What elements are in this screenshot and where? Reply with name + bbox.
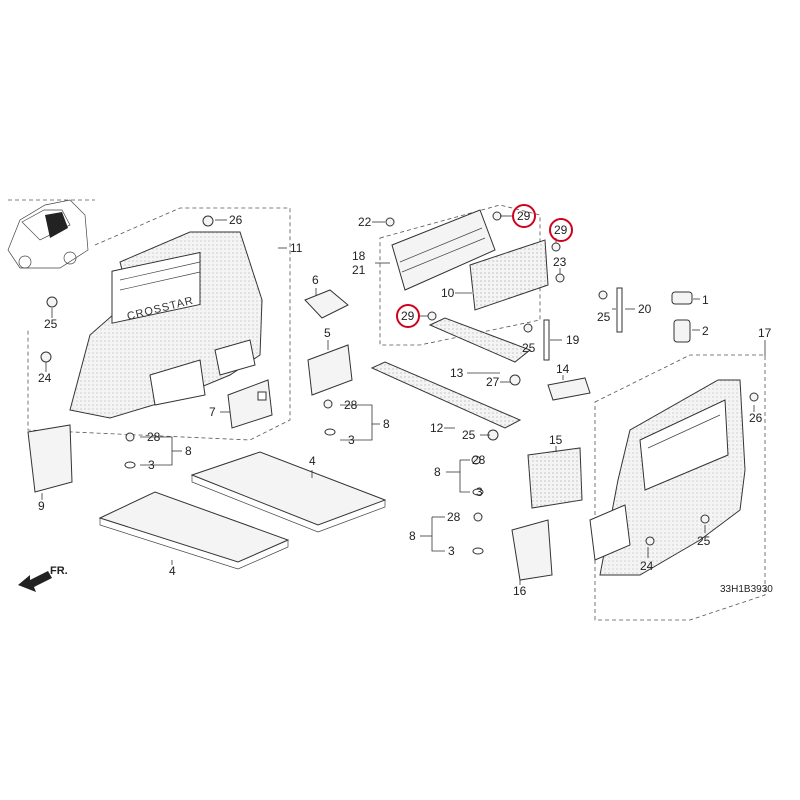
callout-25c: 25 xyxy=(522,341,536,355)
callout-24a: 24 xyxy=(38,371,52,385)
callout-29b: 29 xyxy=(554,223,568,237)
rod-19 xyxy=(543,319,550,361)
callout-25d: 25 xyxy=(462,428,476,442)
callout-28d: 28 xyxy=(447,510,461,524)
callout-5: 5 xyxy=(324,326,331,340)
highlight-ring-29b xyxy=(549,218,573,242)
pad-9 xyxy=(27,424,73,493)
callout-4b: 4 xyxy=(169,564,176,578)
callout-21: 21 xyxy=(352,263,366,277)
fasteners xyxy=(40,211,759,555)
callout-13: 13 xyxy=(450,366,464,380)
callout-24b: 24 xyxy=(640,559,654,573)
cover-14 xyxy=(547,377,591,401)
lid-7 xyxy=(227,379,273,429)
callout-29c: 29 xyxy=(401,309,415,323)
callout-19: 19 xyxy=(566,333,580,347)
vehicle-thumbnail xyxy=(7,199,95,269)
callout-17: 17 xyxy=(758,326,772,340)
left-side-trim-panel: CROSSTAR xyxy=(27,207,291,441)
callout-27: 27 xyxy=(486,375,500,389)
callout-6: 6 xyxy=(312,273,319,287)
callout-18: 18 xyxy=(352,249,366,263)
front-label: FR. xyxy=(50,565,68,577)
callout-25e: 25 xyxy=(697,534,711,548)
callout-23: 23 xyxy=(553,255,567,269)
callout-4a: 4 xyxy=(309,454,316,468)
highlight-ring-29c xyxy=(396,304,420,328)
callout-8b: 8 xyxy=(185,444,192,458)
callout-3c: 3 xyxy=(476,485,483,499)
callout-25b: 25 xyxy=(597,310,611,324)
highlighted-callouts: 29 29 29 xyxy=(396,204,573,328)
callout-29a: 29 xyxy=(517,209,531,223)
front-arrow-icon xyxy=(18,571,52,592)
callout-26b: 26 xyxy=(749,411,763,425)
callout-9: 9 xyxy=(38,499,45,513)
callout-28c: 28 xyxy=(472,453,486,467)
socket-2 xyxy=(673,319,691,343)
callout-1: 1 xyxy=(702,293,709,307)
callout-25a: 25 xyxy=(44,317,58,331)
floor-board-front xyxy=(98,491,290,570)
floor-board-rear xyxy=(190,451,387,533)
leader-lines xyxy=(41,215,766,585)
callout-8a: 8 xyxy=(383,417,390,431)
callout-20: 20 xyxy=(638,302,652,316)
callout-7: 7 xyxy=(209,405,216,419)
rear-panel-bracket xyxy=(379,204,549,346)
diagram-code: 33H1B3930 xyxy=(720,584,773,595)
front-direction-indicator: FR. xyxy=(18,565,68,592)
lid-6 xyxy=(304,289,349,319)
pad-16 xyxy=(511,519,553,581)
callout-26a: 26 xyxy=(229,213,243,227)
callout-15: 15 xyxy=(549,433,563,447)
callout-3b: 3 xyxy=(148,458,155,472)
callout-12: 12 xyxy=(430,421,444,435)
callout-8c: 8 xyxy=(434,465,441,479)
highlight-ring-29a xyxy=(512,204,536,228)
sill-garnish xyxy=(428,317,531,363)
lid-5 xyxy=(307,344,353,396)
callout-28b: 28 xyxy=(147,430,161,444)
callout-8d: 8 xyxy=(409,529,416,543)
panel-15 xyxy=(527,447,583,509)
callout-2: 2 xyxy=(702,324,709,338)
callout-22: 22 xyxy=(358,215,372,229)
callout-10: 10 xyxy=(441,286,455,300)
right-side-trim-panel xyxy=(589,354,766,621)
rod-20 xyxy=(616,287,623,333)
callout-11: 11 xyxy=(290,241,303,255)
callout-3d: 3 xyxy=(448,544,455,558)
callout-3a: 3 xyxy=(348,433,355,447)
callout-14: 14 xyxy=(556,362,570,376)
callout-labels: 1 2 3 3 3 3 4 4 5 6 7 8 8 8 8 9 10 11 12… xyxy=(38,213,772,598)
callout-16: 16 xyxy=(513,584,527,598)
step-plate xyxy=(370,361,522,429)
light-1 xyxy=(671,291,693,305)
callout-28a: 28 xyxy=(344,398,358,412)
